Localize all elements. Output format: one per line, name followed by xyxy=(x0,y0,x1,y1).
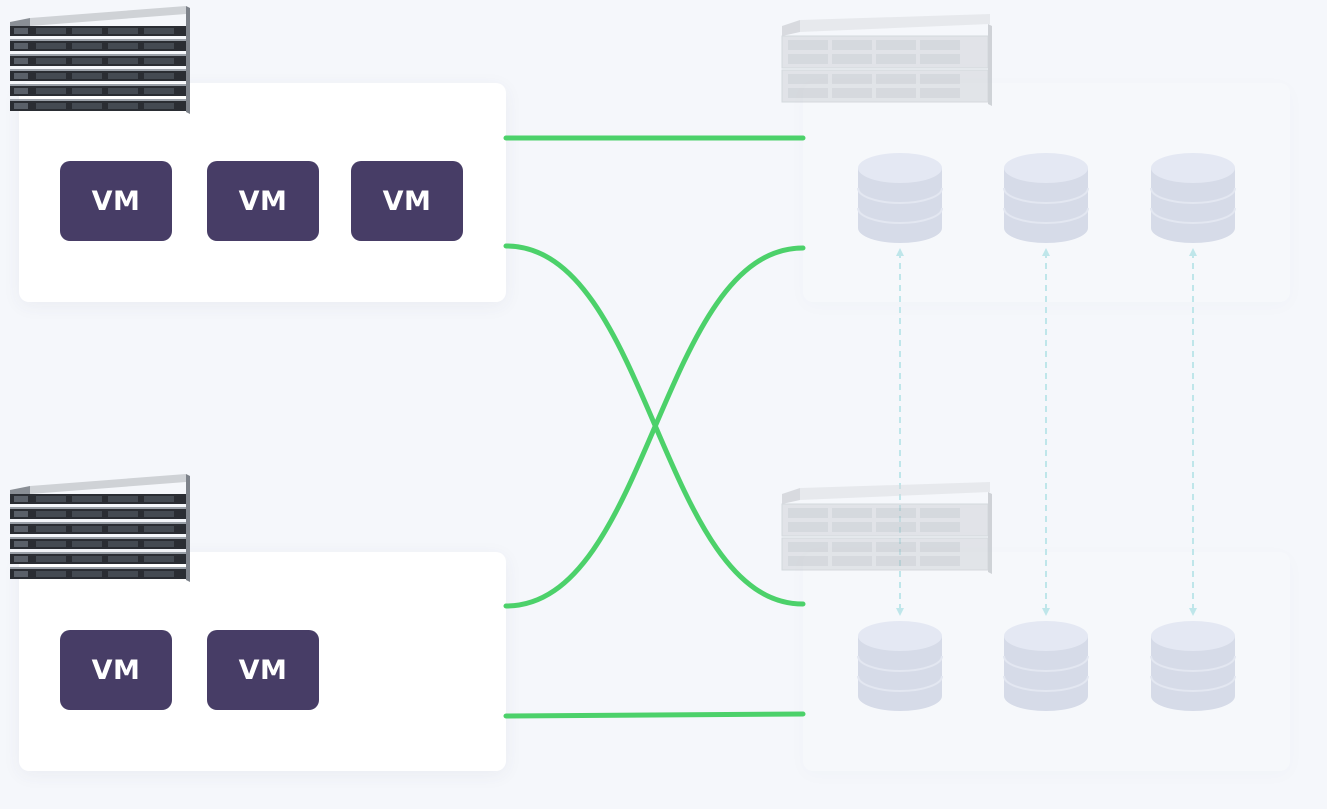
database-disk-icon xyxy=(1150,621,1236,711)
vm-box[interactable]: VM xyxy=(60,161,172,241)
database-disk-icon xyxy=(1003,153,1089,243)
link-top-to-bottom-curve xyxy=(503,243,806,607)
vm-box[interactable]: VM xyxy=(60,630,172,710)
vm-box[interactable]: VM xyxy=(351,161,463,241)
database-disk-icon xyxy=(857,621,943,711)
link-bottom-straight xyxy=(503,711,806,719)
database-disk-icon xyxy=(1003,621,1089,711)
rack-server-stack-icon xyxy=(10,6,190,114)
vm-box[interactable]: VM xyxy=(207,161,319,241)
database-disk-icon xyxy=(857,153,943,243)
vm-box[interactable]: VM xyxy=(207,630,319,710)
database-disk-icon xyxy=(1150,153,1236,243)
link-bottom-to-top-curve xyxy=(503,245,806,609)
storage-server-icon xyxy=(781,14,992,106)
storage-server-icon xyxy=(781,482,992,574)
network-links xyxy=(503,135,806,719)
rack-server-stack-icon xyxy=(10,474,190,582)
